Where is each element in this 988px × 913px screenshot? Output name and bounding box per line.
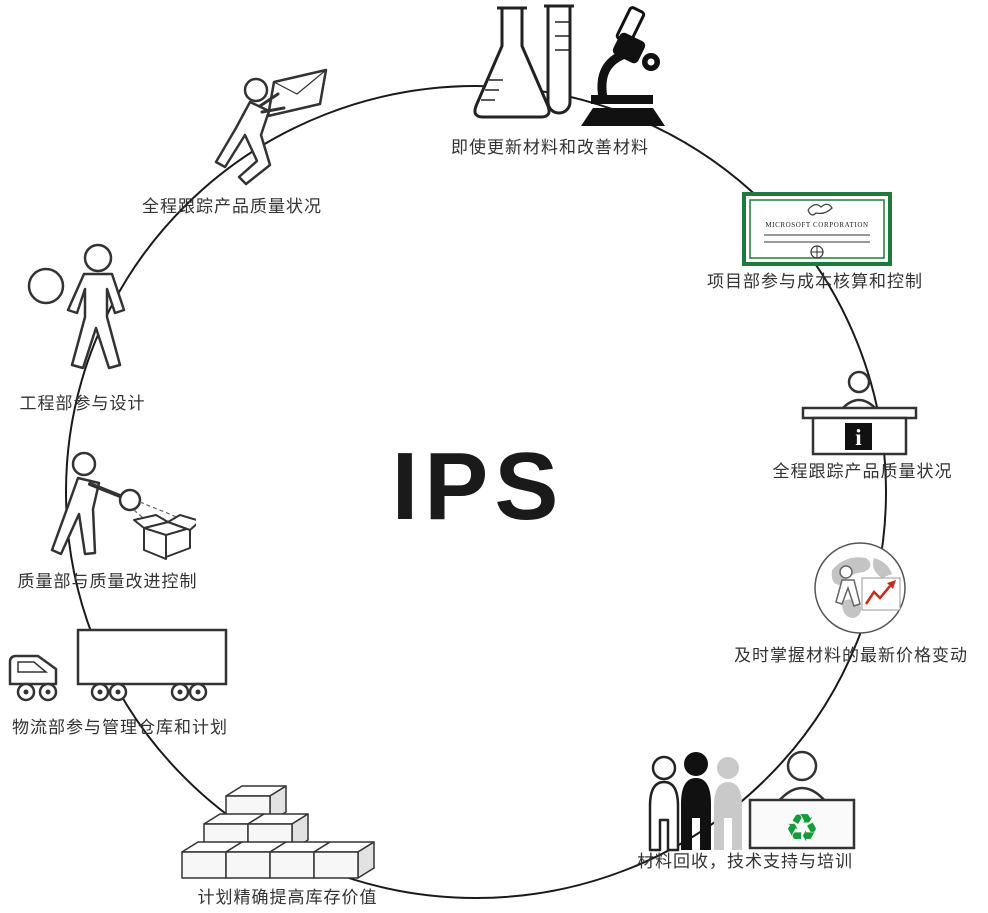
label-quality-tracking-right: 全程跟踪产品质量状况 bbox=[772, 462, 953, 482]
label-recycle-support: 材料回收，技术支持与培训 bbox=[637, 852, 853, 872]
inventory-boxes-icon bbox=[181, 785, 375, 879]
label-update-materials: 即使更新材料和改善材料 bbox=[451, 138, 649, 158]
globe-price-chart-icon bbox=[814, 542, 906, 634]
magnifier-icon bbox=[118, 488, 142, 512]
dove-icon bbox=[807, 203, 833, 216]
label-price-changes: 及时掌握材料的最新价格变动 bbox=[734, 646, 968, 666]
label-inventory-value: 计划精确提高库存价值 bbox=[197, 888, 378, 908]
label-quality-improvement: 质量部与质量改进控制 bbox=[17, 572, 198, 592]
engineer-person-icon bbox=[27, 243, 126, 370]
truck-icon bbox=[8, 628, 228, 702]
certificate-text: MICROSOFT CORPORATION bbox=[765, 221, 868, 229]
label-engineering-design: 工程部参与设计 bbox=[19, 394, 146, 414]
worker-carrying-icon bbox=[214, 68, 328, 186]
info-desk-icon: i bbox=[801, 370, 918, 456]
info-glyph: i bbox=[855, 425, 862, 450]
open-box-icon bbox=[133, 514, 196, 560]
flask-and-microscope-icon bbox=[473, 4, 665, 126]
recycle-glyph: ♻ bbox=[785, 806, 819, 850]
inspector-magnifier-box-icon bbox=[50, 451, 196, 560]
label-logistics-warehouse: 物流部参与管理仓库和计划 bbox=[12, 718, 228, 738]
people-recycle-counter-icon: ♻ bbox=[648, 750, 856, 852]
label-cost-control: 项目部参与成本核算和控制 bbox=[707, 272, 923, 292]
center-title: IPS bbox=[391, 433, 565, 540]
label-quality-tracking-left: 全程跟踪产品质量状况 bbox=[142, 197, 322, 217]
certificate-icon: MICROSOFT CORPORATION bbox=[742, 192, 892, 266]
